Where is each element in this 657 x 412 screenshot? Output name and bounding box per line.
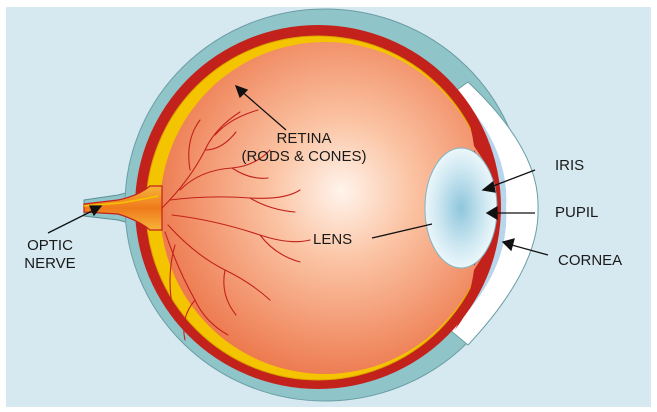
lens-shape xyxy=(425,148,497,268)
